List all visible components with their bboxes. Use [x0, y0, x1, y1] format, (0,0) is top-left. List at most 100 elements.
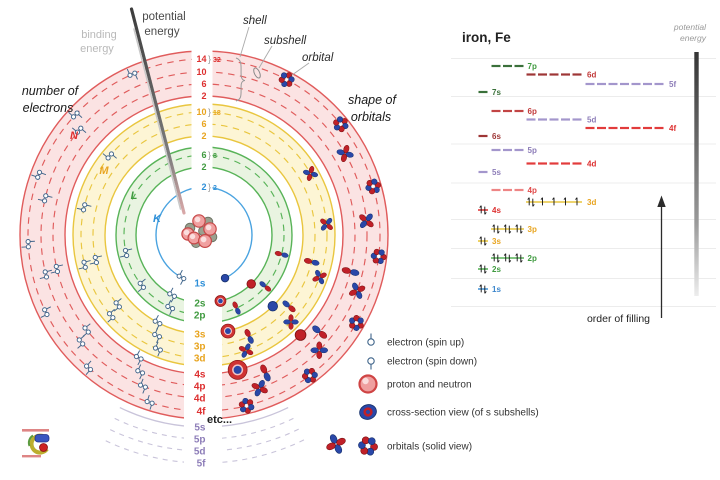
orbital-label: orbital	[302, 52, 334, 64]
energy-level-label: 4s	[492, 206, 501, 215]
f-orbital-icon	[349, 315, 364, 331]
energy-level-3d: 3d	[526, 197, 596, 207]
f-orbital-icon	[302, 367, 318, 384]
energy-level-4f: 4f	[585, 124, 676, 133]
d-orbital-icon	[283, 314, 299, 330]
f-orbital-icon	[238, 397, 255, 414]
energy-level-label: 3d	[587, 198, 596, 207]
shape-of-orbitals-label: orbitals	[351, 110, 391, 124]
subshell-capacity: 2	[201, 162, 206, 172]
legend-item-label: orbitals (solid view)	[387, 442, 472, 453]
energy-level-5s: 5s	[478, 168, 501, 177]
shell-letter-K: K	[153, 213, 162, 225]
energy-level-6p: 6p	[491, 107, 537, 116]
p-orbital-icon	[274, 251, 289, 258]
p-orbital-icon	[244, 329, 254, 344]
shell-total-brace: }	[208, 150, 211, 160]
subshell-label-5s: 5s	[194, 423, 206, 434]
spin-down-arrow	[484, 206, 487, 215]
spin-down-arrow	[484, 237, 487, 246]
electron-pair-icon	[135, 364, 146, 380]
subshell-label-4s: 4s	[194, 370, 206, 381]
legend-item: electron (spin up)	[367, 333, 464, 349]
pointer-lines	[129, 7, 310, 215]
electron-pair-icon	[40, 306, 51, 318]
energy-level-label: 5p	[528, 146, 537, 155]
energy-level-7p: 7p	[491, 62, 537, 71]
subshell-capacity: 10	[196, 107, 206, 117]
potential-energy-bar	[694, 52, 699, 296]
subshell-label-2s: 2s	[194, 299, 206, 310]
legend-item: orbitals (solid view)	[326, 434, 472, 456]
shape-of-orbitals-label: shape of	[348, 93, 397, 107]
f-orbital-icon	[333, 116, 349, 133]
electron-pair-icon	[152, 314, 163, 330]
subshell-label-3s: 3s	[194, 330, 206, 341]
electron-pair-icon	[39, 269, 52, 280]
spin-up-arrow	[503, 224, 507, 233]
spin-up-arrow	[552, 197, 555, 206]
spin-down-arrow	[484, 285, 487, 294]
spin-up-arrow	[540, 197, 543, 206]
electron-pair-icon	[106, 308, 116, 323]
number-of-electrons-label: electrons	[23, 101, 74, 115]
electron-pair-icon	[144, 394, 155, 410]
spin-up-arrow	[575, 197, 578, 206]
electron-pair-icon	[152, 328, 163, 344]
energy-level-label: 6s	[492, 132, 501, 141]
electron-pair-icon	[37, 193, 53, 204]
f-orbital-icon	[365, 178, 381, 195]
shell-total-brace: }	[208, 107, 211, 117]
legend-item-label: proton and neutron	[387, 380, 472, 391]
energy-level-label: 5s	[492, 168, 501, 177]
energy-level-label: 4d	[587, 159, 596, 168]
legend: electron (spin up)electron (spin down)pr…	[326, 333, 539, 456]
energy-level-label: 7s	[492, 88, 501, 97]
d-orbital-icon	[310, 341, 329, 360]
electron-pair-icon	[89, 254, 102, 266]
energy-level-label: 7p	[528, 62, 537, 71]
d-orbital-icon	[320, 217, 333, 231]
proton-highlight	[189, 233, 196, 240]
electron-pair-icon	[102, 151, 117, 161]
p-orbital-icon	[282, 300, 296, 313]
spin-up-arrow	[515, 224, 518, 233]
subshell-capacity: 10	[196, 67, 206, 77]
energy-level-3p: 3p	[491, 224, 537, 234]
energy-level-label: 1s	[492, 285, 501, 294]
electron-pair-icon	[76, 335, 86, 349]
p-orbital-icon	[304, 258, 320, 266]
energy-level-3s: 3s	[478, 236, 501, 246]
s-orbital-solid-icon	[294, 329, 307, 341]
subshell-label-2p: 2p	[194, 311, 206, 322]
shell-total-brace: }	[208, 54, 211, 64]
d-orbital-icon	[359, 213, 374, 228]
legend-item-label: electron (spin up)	[387, 338, 464, 349]
cross-section-icon	[359, 404, 377, 420]
electron-pairs	[21, 68, 187, 410]
p-orbital-icon	[259, 281, 272, 292]
energy-level-1s: 1s	[478, 284, 501, 294]
subshell-label-1s: 1s	[194, 279, 206, 290]
spin-up-arrow	[492, 224, 495, 233]
element-title: iron, Fe	[462, 30, 511, 45]
label-column-masks	[184, 50, 222, 474]
s-orbital-solid-icon	[246, 279, 256, 289]
energy-level-label: 5d	[587, 115, 596, 124]
proton-highlight	[194, 216, 201, 223]
electron-spin-up-icon	[367, 333, 375, 346]
energy-level-label: 3s	[492, 237, 501, 246]
d-orbital-icon	[336, 144, 354, 163]
d-orbital-icon	[312, 269, 327, 285]
energy-level-4d: 4d	[526, 159, 596, 168]
electron-pair-icon	[21, 239, 35, 250]
subshell-arc-5d	[109, 428, 299, 452]
spin-up-arrow	[479, 264, 482, 273]
subshell-label-4d: 4d	[194, 394, 206, 405]
p-orbital-icon	[341, 267, 360, 276]
electron-pair-icon	[78, 259, 91, 270]
energy-level-4p: 4p	[491, 186, 537, 195]
order-of-filling-arrowhead	[657, 195, 666, 207]
electron-pair-icon	[119, 247, 133, 259]
s-orbital-solid-icon	[220, 273, 230, 283]
